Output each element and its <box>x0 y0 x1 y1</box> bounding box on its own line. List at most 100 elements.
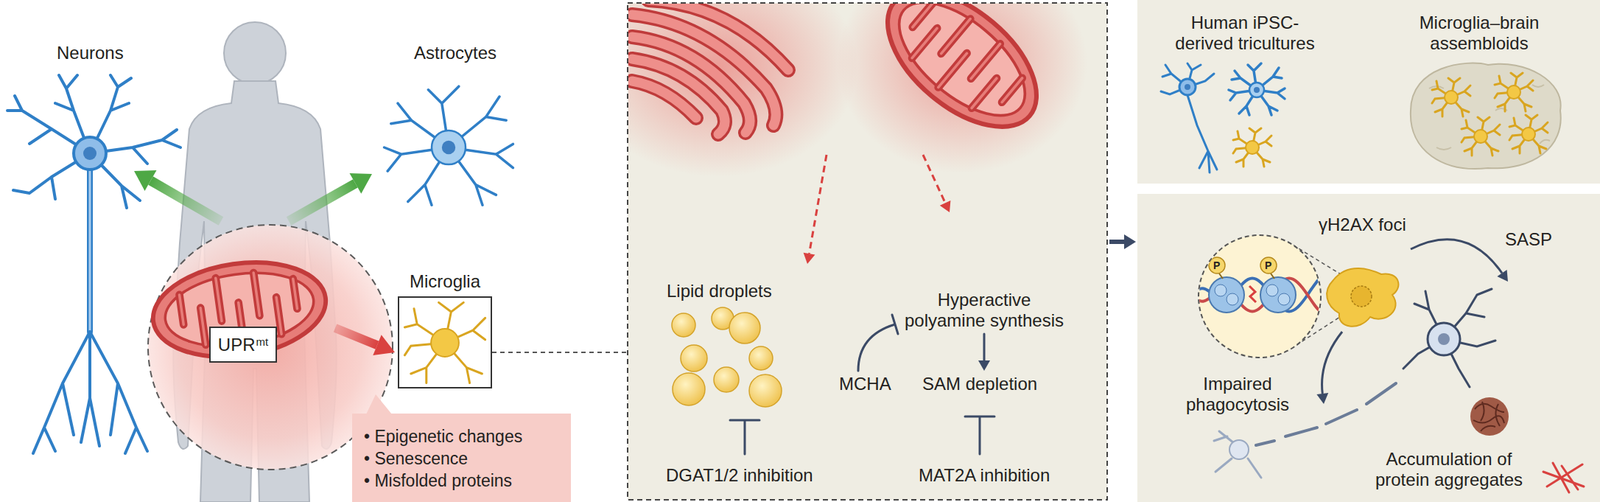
affected-neuron <box>1403 288 1496 387</box>
transition-arrow <box>1109 234 1136 249</box>
assembloid <box>1410 63 1561 169</box>
fragmented-neuron <box>1229 439 1249 459</box>
red-arrow <box>335 327 395 356</box>
phenotype-label: Accumulation of protein aggregates <box>1364 448 1534 490</box>
organelles <box>628 3 1088 177</box>
affected-neuron <box>1403 288 1496 387</box>
assembloid <box>1432 78 1471 117</box>
zoom-inset <box>1198 234 1321 358</box>
pathway-label: Lipid droplets <box>666 280 773 302</box>
cell-type-label: Astrocytes <box>413 42 497 64</box>
endoplasmic-reticulum <box>632 3 789 135</box>
phenotype-label: SASP <box>1504 229 1553 250</box>
red-arrow <box>335 327 378 345</box>
neuron <box>86 169 93 332</box>
lipid-droplets <box>749 346 773 370</box>
fibrils <box>1543 462 1584 493</box>
mitochondrion <box>146 251 332 367</box>
triculture <box>1160 63 1217 173</box>
assembloid <box>1461 117 1500 156</box>
organelles <box>836 3 1088 174</box>
green-arrows <box>288 183 356 221</box>
zoom-inset <box>1249 285 1256 303</box>
triculture <box>1179 78 1196 96</box>
phospho-mark: P <box>1264 259 1272 272</box>
neuron <box>33 331 148 454</box>
neuron <box>83 146 97 160</box>
zoom-inset <box>1266 284 1279 297</box>
arrow-head <box>978 360 991 371</box>
lipid-droplets <box>671 307 782 407</box>
sasp-arrow <box>1496 269 1508 282</box>
pathway-label: SAM depletion <box>922 373 1038 395</box>
lipid-droplets <box>671 313 696 337</box>
mitochondrion <box>863 3 1061 153</box>
neuron <box>7 75 181 454</box>
box-text: UPR <box>218 334 256 356</box>
model-panel <box>1137 0 1600 184</box>
lipid-droplets <box>729 312 761 344</box>
pathway-symbols <box>965 416 995 454</box>
astrocyte <box>1228 63 1285 115</box>
box-heading: Microglia <box>409 271 481 292</box>
transition-arrow <box>1124 234 1136 249</box>
phenotype-label: γH2AX foci <box>1318 214 1407 235</box>
zoom-inset <box>1193 234 1343 358</box>
zoom-inset <box>1214 284 1227 297</box>
microglia-cell <box>397 296 493 389</box>
organelles <box>628 3 859 177</box>
upr-box: UPRmt <box>209 326 277 363</box>
microglia-cell <box>397 296 493 389</box>
zoom-inset <box>1208 257 1226 274</box>
phospho-mark: P <box>1213 259 1220 272</box>
green-arrows <box>134 170 373 221</box>
zoom-inset <box>1219 273 1223 279</box>
lipid-droplets <box>672 372 705 406</box>
microglia-cell <box>1233 128 1272 167</box>
zoom-inset <box>1260 276 1296 313</box>
transition-arrow <box>1109 239 1126 244</box>
fibrils <box>1552 462 1570 493</box>
affected-neuron <box>1427 322 1461 356</box>
sasp-arrow <box>1410 239 1508 282</box>
cell-type-label: Neurons <box>56 42 124 64</box>
phenotype-panel <box>1137 193 1600 502</box>
drug-label: DGAT1/2 inhibition <box>665 464 814 486</box>
pathway-label: Hyperactive polyamine synthesis <box>898 289 1070 331</box>
protein-aggregate <box>1470 397 1509 436</box>
callout-pointer <box>366 394 392 414</box>
green-arrows <box>134 170 157 191</box>
bullet-text: • Epigenetic changes <box>363 425 560 448</box>
microglia-cell <box>404 302 485 383</box>
neuron <box>7 75 181 208</box>
dashed-red-arrows <box>923 154 946 203</box>
assembloid <box>1494 72 1533 112</box>
fibrils <box>1561 465 1578 490</box>
zoom-inset <box>1260 257 1277 274</box>
microglia-box: Microglia <box>397 296 493 389</box>
phagocytosis-arrow <box>1316 331 1343 404</box>
protein-aggregate <box>1470 397 1509 436</box>
model-label: Microglia–brain assembloids <box>1405 12 1553 54</box>
assembloid <box>1509 114 1548 154</box>
lipid-droplets <box>749 374 782 407</box>
neuron <box>73 137 107 170</box>
human-silhouette <box>223 22 286 84</box>
zoom-inset <box>1208 276 1245 313</box>
pathway-symbols <box>858 314 898 371</box>
zoom-inset <box>1193 257 1330 313</box>
zoom-inset <box>1226 293 1239 305</box>
pathway-symbols <box>983 333 986 361</box>
drug-label: MAT2A inhibition <box>918 464 1050 486</box>
phagocytosis-arrow <box>1316 392 1329 404</box>
phenotype-label: Impaired phagocytosis <box>1178 373 1297 415</box>
dashed-link <box>492 351 628 353</box>
red-arrow <box>372 334 395 356</box>
assembloid <box>1410 63 1561 169</box>
dashed-red-arrows <box>803 154 952 264</box>
superscript-text: mt <box>256 335 269 348</box>
phagocytosis-arrow <box>1322 331 1343 394</box>
triculture <box>1184 83 1191 90</box>
